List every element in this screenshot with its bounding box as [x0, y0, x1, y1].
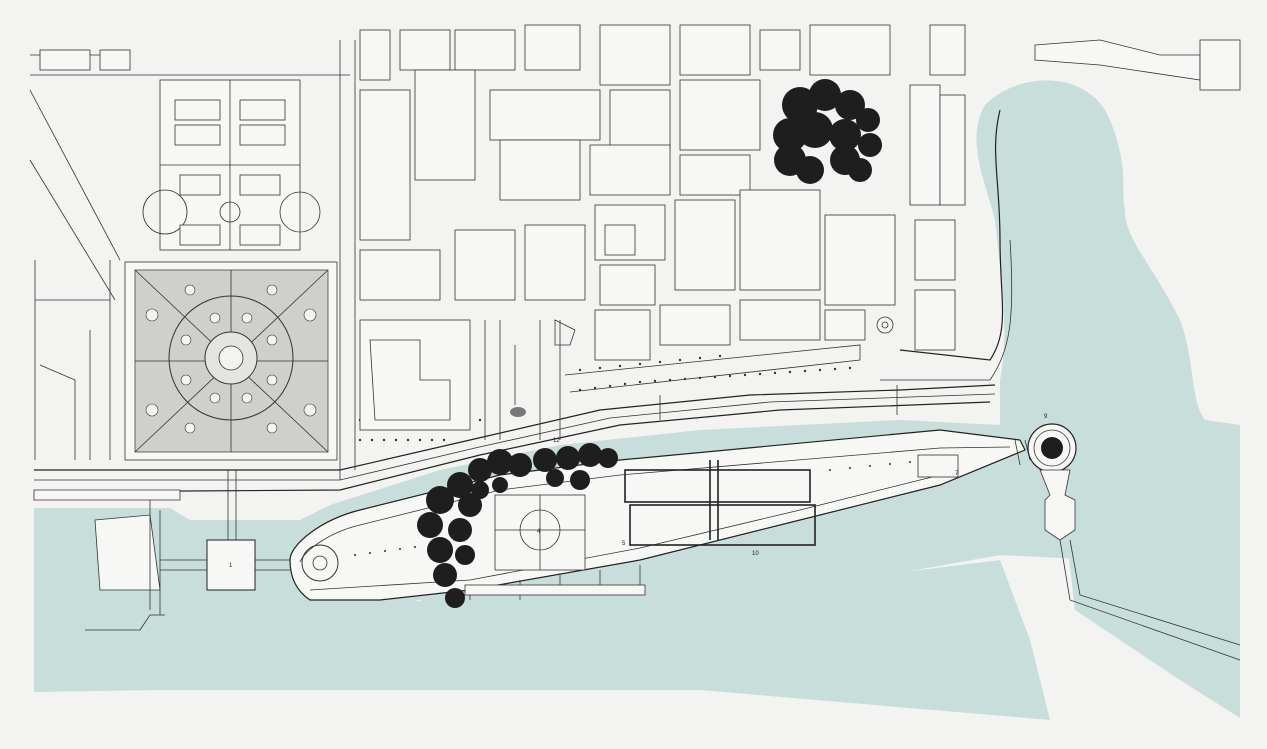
tree-grove-island — [417, 443, 618, 608]
plan-label-5: 5 — [622, 541, 626, 547]
small-pond — [510, 407, 526, 417]
city-blocks — [359, 24, 1241, 440]
plan-label-7: 7 — [955, 471, 959, 477]
long-basin-lower — [629, 504, 816, 546]
lower-river — [34, 560, 1050, 720]
southwest-bank: 1 — [33, 470, 290, 631]
plan-label-1: 1 — [229, 563, 233, 569]
harbor-basin — [976, 80, 1240, 718]
bridge-pavilion — [206, 539, 256, 591]
plan-label-10: 10 — [752, 551, 759, 557]
tree-groves — [417, 79, 1063, 608]
garden-rond-point — [168, 295, 294, 421]
plan-label-12: 12 — [553, 438, 560, 444]
plan-label-9: 9 — [1044, 414, 1048, 420]
formal-garden — [29, 49, 350, 461]
west-rotunda — [301, 544, 339, 582]
plan-label-4: 4 — [537, 529, 541, 535]
tree-east-island — [1041, 437, 1063, 459]
tree-grove-north — [773, 79, 882, 184]
